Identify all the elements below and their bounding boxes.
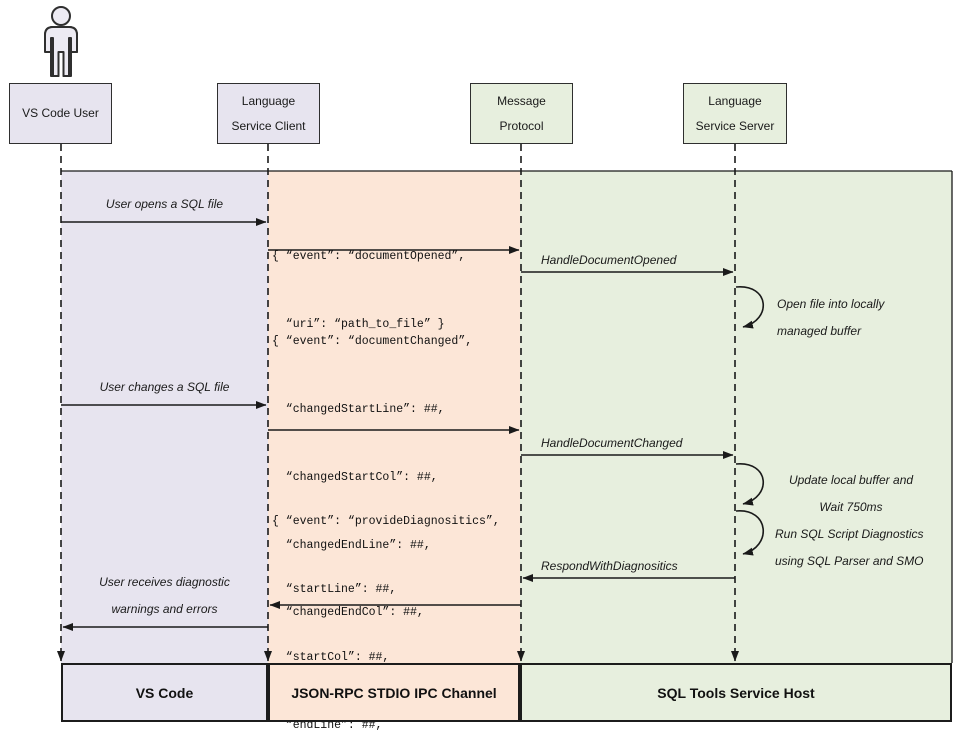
actor-label: Language <box>708 93 762 108</box>
selfloop-run-diagnostics <box>735 510 765 556</box>
json-line: “changedEndCol”: ##, <box>272 606 424 620</box>
person-icon <box>44 6 78 77</box>
footer-label: JSON-RPC STDIO IPC Channel <box>291 684 497 701</box>
actor-label: Message <box>497 93 546 108</box>
label-user-receives-2: warnings and errors <box>111 602 218 616</box>
actor-label: Service Server <box>695 118 775 133</box>
lane-jsonrpc-channel <box>268 171 520 663</box>
actor-box-message-protocol: Message Protocol <box>470 83 573 144</box>
label-user-changes-sql-file: User changes a SQL file <box>99 380 230 394</box>
label-respond-with-diagnositics: RespondWithDiagnositics <box>541 559 678 573</box>
footer-box-vscode: VS Code <box>61 663 268 722</box>
actor-label: Protocol <box>499 118 544 133</box>
actor-box-language-service-client: Language Service Client <box>217 83 320 144</box>
actor-label: Language <box>241 93 296 108</box>
note-open-file: Open file into locally managed buffer <box>777 297 885 338</box>
lane-sqltools-host <box>520 171 952 663</box>
footer-label: SQL Tools Service Host <box>657 684 815 701</box>
json-line: “changedEndLine”: ##, <box>272 538 431 552</box>
actor-box-vscode-user: VS Code User <box>9 83 112 144</box>
footer-label: VS Code <box>135 684 194 701</box>
label-user-opens-sql-file: User opens a SQL file <box>105 197 224 211</box>
actor-label: VS Code User <box>22 106 99 120</box>
label-user-receives-1: User receives diagnostic <box>99 575 230 589</box>
lane-vscode <box>61 171 268 663</box>
actor-box-language-service-server: Language Service Server <box>683 83 787 144</box>
selfloop-update-buffer <box>735 463 765 506</box>
json-line: “uri”: “path_to_file” } <box>272 317 445 331</box>
json-line: “changedStartCol”: ##, <box>272 470 438 484</box>
actor-label: Service Client <box>231 118 306 133</box>
json-line: “startCol”: ##, <box>272 650 390 664</box>
footer-box-sqltools-host: SQL Tools Service Host <box>520 663 952 722</box>
json-line: { “event”: “provideDiagnositics”, <box>272 515 500 529</box>
footer-box-jsonrpc-channel: JSON-RPC STDIO IPC Channel <box>268 663 520 722</box>
json-document-opened: { “event”: “documentOpened”, “uri”: “pat… <box>272 201 465 382</box>
label-handle-document-changed: HandleDocumentChanged <box>541 436 683 450</box>
selfloop-open-file <box>735 286 765 329</box>
json-line: “startLine”: ##, <box>272 582 397 596</box>
label-handle-document-opened: HandleDocumentOpened <box>541 253 677 267</box>
note-update-buffer: Update local buffer and Wait 750ms <box>788 473 914 514</box>
json-line: { “event”: “documentOpened”, <box>272 250 466 264</box>
json-line: { “event”: “documentChanged”, <box>272 335 473 349</box>
json-line: “changedStartLine”: ##, <box>272 402 445 416</box>
note-run-diagnostics: Run SQL Script Diagnostics using SQL Par… <box>775 527 924 568</box>
